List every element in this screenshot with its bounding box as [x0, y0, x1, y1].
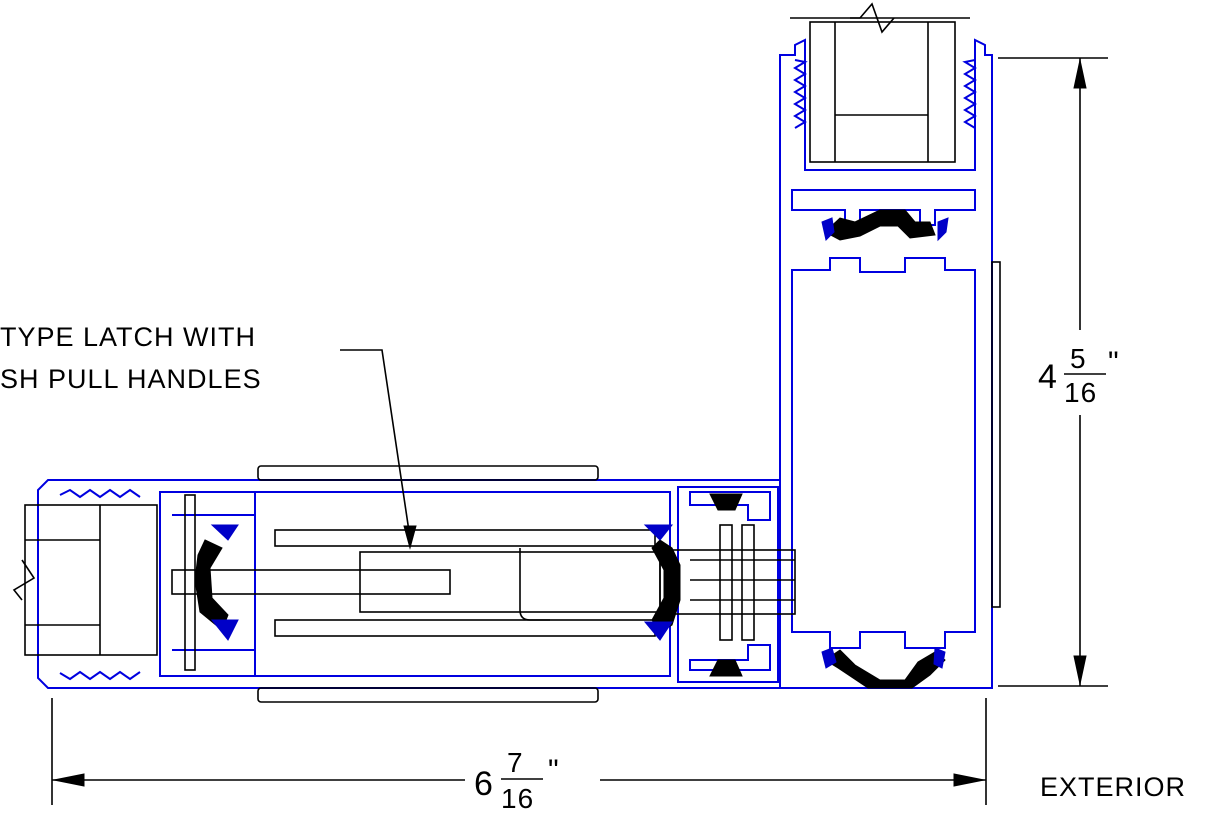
height-numerator: 5 — [1070, 343, 1087, 374]
width-numerator: 7 — [507, 747, 524, 778]
sash-gaskets — [194, 493, 743, 677]
height-whole: 4 — [1038, 358, 1058, 396]
height-arrow-bottom — [1073, 655, 1087, 685]
exterior-label: EXTERIOR — [1040, 772, 1186, 802]
callout-line-2: SH PULL HANDLES — [0, 364, 262, 394]
height-dimension: 4 5 16 " — [998, 57, 1120, 687]
width-denominator: 16 — [501, 783, 534, 814]
callout-line-1: TYPE LATCH WITH — [0, 322, 256, 352]
width-whole: 6 — [474, 765, 494, 803]
height-denominator: 16 — [1064, 377, 1097, 408]
vertical-frame-profile — [779, 38, 1001, 689]
left-glazing-unit — [12, 494, 196, 671]
callout-arrowhead — [403, 525, 417, 550]
width-dimension: 6 7 16 " — [51, 698, 987, 814]
top-glazing-unit — [790, 2, 970, 163]
width-arrow-right — [953, 773, 985, 787]
latch-callout: TYPE LATCH WITH SH PULL HANDLES — [0, 322, 417, 550]
height-arrow-top — [1073, 59, 1087, 89]
height-unit: " — [1108, 346, 1120, 379]
width-arrow-left — [53, 773, 85, 787]
width-unit: " — [548, 754, 560, 787]
vertical-frame-seals — [821, 209, 949, 689]
latch-mechanism — [171, 524, 796, 641]
